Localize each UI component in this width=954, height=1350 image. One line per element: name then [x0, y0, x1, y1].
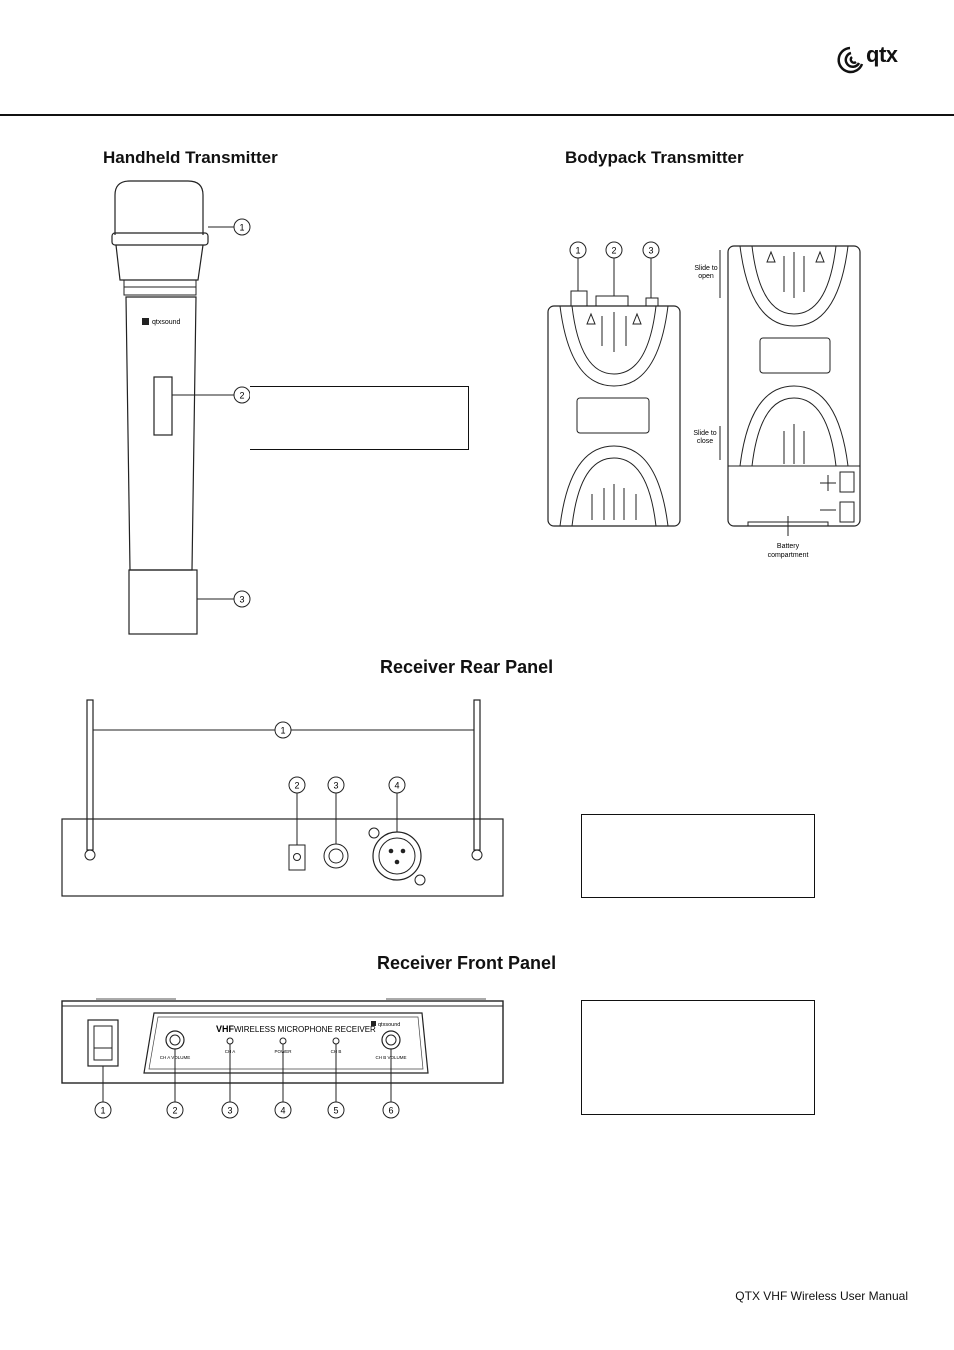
- bodypack-slide-open-line2: open: [698, 273, 714, 280]
- receiver-front-panel-diagram: VHF WIRELESS MICROPHONE RECEIVER qtxsoun…: [61, 998, 504, 1119]
- front-panel-heading: Receiver Front Panel: [377, 953, 557, 973]
- handheld-brand-mark: qtxsound: [152, 319, 181, 326]
- header-rule: [0, 114, 954, 116]
- front-callout-2: 2: [172, 1106, 177, 1116]
- front-callout-6: 6: [388, 1106, 393, 1116]
- bodypack-slide-open-line1: Slide to: [694, 265, 717, 272]
- rear-callout-4: 4: [394, 781, 399, 791]
- logo-text: qtx: [866, 42, 898, 67]
- rear-callout-2: 2: [294, 781, 299, 791]
- front-callout-3: 3: [227, 1106, 232, 1116]
- qtx-logo: qtx: [836, 40, 911, 74]
- bodypack-battery-line2: compartment: [768, 552, 809, 559]
- handheld-heading: Handheld Transmitter: [103, 148, 278, 167]
- bodypack-callout-3: 3: [648, 246, 653, 256]
- front-panel-label-box: [581, 1000, 815, 1115]
- bodypack-transmitter-diagram: 1 2 3 Slide to open Slide to close Batte…: [547, 241, 861, 559]
- receiver-rear-panel-diagram: 1 2 3 4: [61, 699, 504, 897]
- front-brand-mark: qtxsound: [378, 1022, 400, 1028]
- rear-panel-label-box: [581, 814, 815, 898]
- rear-callout-1: 1: [280, 726, 285, 736]
- front-callout-1: 1: [100, 1106, 105, 1116]
- front-title-vhf: VHF: [216, 1024, 235, 1034]
- handheld-callout-2: 2: [239, 391, 244, 401]
- bodypack-heading: Bodypack Transmitter: [565, 148, 744, 167]
- front-title-rest: WIRELESS MICROPHONE RECEIVER: [234, 1025, 376, 1034]
- front-callout-5: 5: [333, 1106, 338, 1116]
- handheld-callout-1: 1: [239, 223, 244, 233]
- bodypack-slide-close-line1: Slide to: [693, 430, 716, 437]
- logo-waves-icon: [837, 46, 864, 74]
- bodypack-battery-line1: Battery: [777, 543, 800, 550]
- bodypack-callout-1: 1: [575, 246, 580, 256]
- handheld-label-box: [250, 386, 469, 450]
- rear-panel-heading: Receiver Rear Panel: [380, 657, 554, 677]
- rear-callout-3: 3: [333, 781, 338, 791]
- bodypack-callout-2: 2: [611, 246, 616, 256]
- bodypack-slide-close-line2: close: [697, 438, 713, 445]
- front-callout-4: 4: [280, 1106, 285, 1116]
- handheld-transmitter-diagram: 1 2 3 qtxsound: [111, 180, 251, 635]
- footer-text: QTX VHF Wireless User Manual: [735, 1289, 908, 1303]
- handheld-callout-3: 3: [239, 595, 244, 605]
